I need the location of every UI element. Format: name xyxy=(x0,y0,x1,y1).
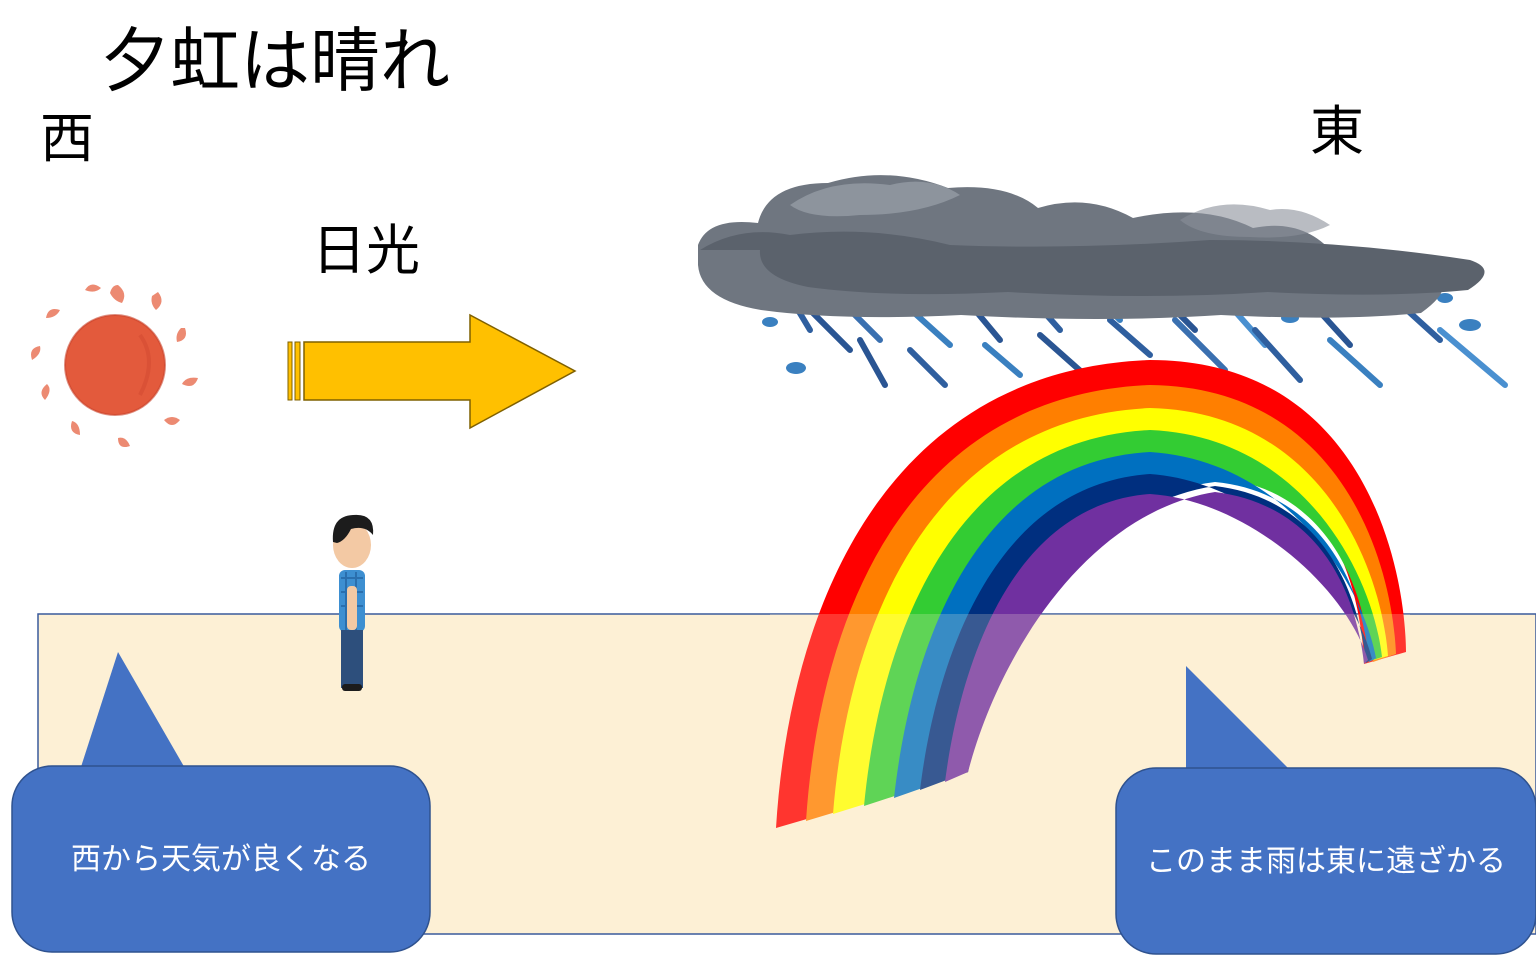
right-arrow-icon xyxy=(287,313,577,430)
callout-left: 西から天気が良くなる xyxy=(12,766,430,952)
callout-left-tail xyxy=(80,652,186,770)
callout-right: このまま雨は東に遠ざかる xyxy=(1116,768,1536,954)
callout-left-text: 西から天気が良くなる xyxy=(71,841,371,877)
page-title: 夕虹は晴れ xyxy=(100,20,450,102)
rainbow xyxy=(776,360,1406,828)
west-label: 西 xyxy=(40,107,94,170)
sun-icon xyxy=(31,284,198,447)
callout-left-box xyxy=(11,765,431,953)
callout-right-tail xyxy=(1186,666,1292,772)
callout-right-box xyxy=(1115,767,1536,955)
sunlight-label: 日光 xyxy=(312,219,420,282)
person-icon xyxy=(332,514,374,691)
east-label: 東 xyxy=(1310,100,1364,163)
rain-cloud-icon xyxy=(698,175,1508,388)
callout-right-text: このまま雨は東に遠ざかる xyxy=(1146,843,1506,879)
